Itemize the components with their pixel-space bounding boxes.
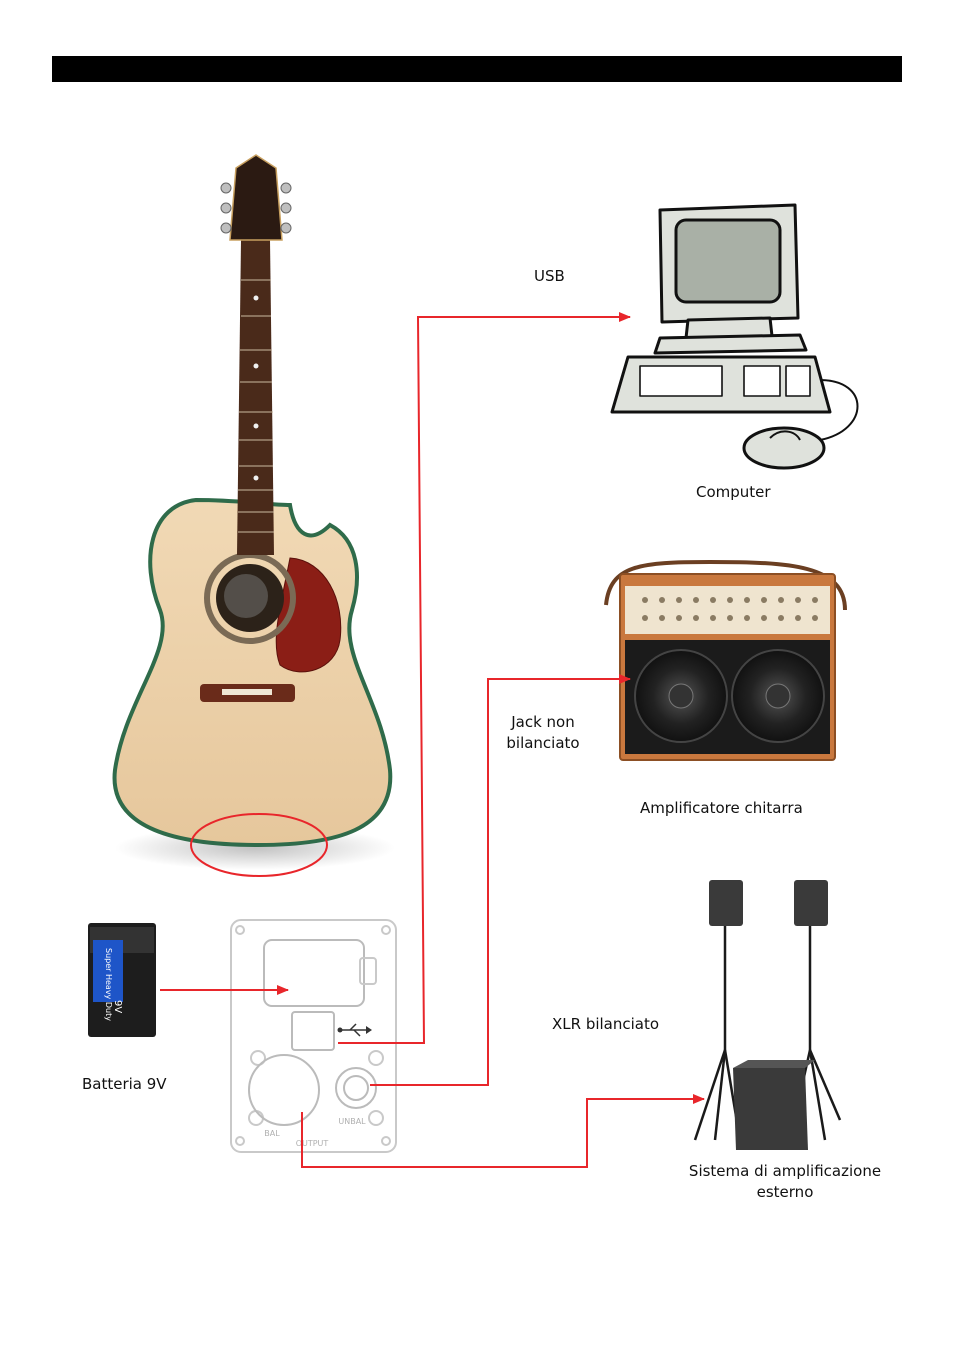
usb-label: USB xyxy=(534,266,565,287)
pa-label-line2: esterno xyxy=(675,1182,895,1203)
acoustic-guitar xyxy=(115,155,395,876)
battery-9v: Super Heavy Duty 9V xyxy=(88,923,156,1037)
xlr-cable xyxy=(302,1099,704,1167)
panel-output-text: OUTPUT xyxy=(296,1139,329,1148)
panel-bal-text: BAL xyxy=(264,1129,280,1138)
xlr-label: XLR bilanciato xyxy=(552,1014,659,1035)
jack-label-line2: bilanciato xyxy=(498,733,588,754)
preamp-panel xyxy=(231,920,396,1152)
battery-brand-text: Super Heavy Duty xyxy=(104,948,113,1021)
battery-label: Batteria 9V xyxy=(82,1074,167,1095)
guitar-amplifier xyxy=(606,562,845,760)
jack-label-line1: Jack non xyxy=(498,712,588,733)
battery-voltage-text: 9V xyxy=(112,1000,123,1013)
amp-label: Amplificatore chitarra xyxy=(640,798,803,819)
pa-system xyxy=(695,880,840,1150)
pa-label-line1: Sistema di amplificazione xyxy=(675,1161,895,1182)
computer-label: Computer xyxy=(696,482,771,503)
computer-illustration xyxy=(612,205,858,468)
panel-unbal-text: UNBAL xyxy=(338,1117,366,1126)
